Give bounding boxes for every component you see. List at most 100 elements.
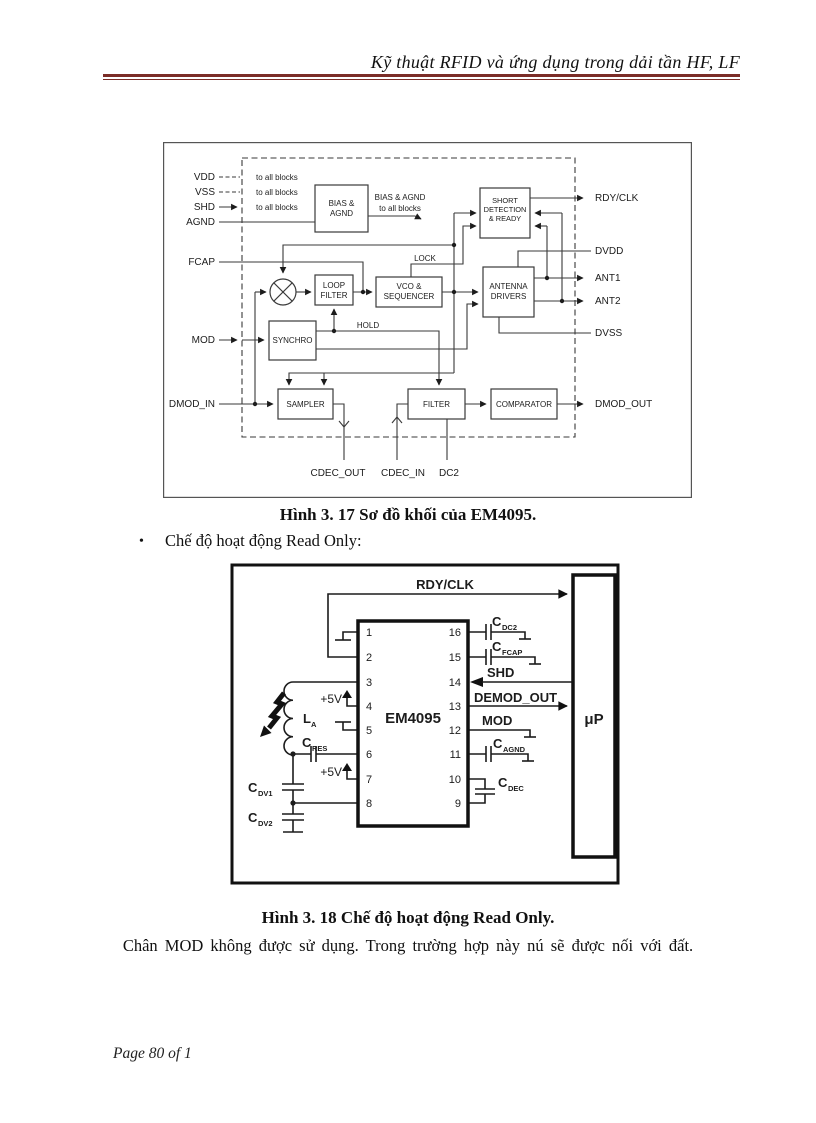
figure1-caption: Hình 3. 17 Sơ đồ khối của EM4095. <box>279 505 537 524</box>
fig1-block-synchro: SYNCHRO <box>272 336 312 345</box>
fig2-cap-cdec: C <box>498 775 508 790</box>
fig1-pin-dvdd: DVDD <box>595 246 623 257</box>
fig2-pin-2: 2 <box>366 652 372 664</box>
fig1-block-loop-line1: LOOP <box>323 281 345 290</box>
fig1-note-biasout2: to all blocks <box>379 204 421 213</box>
fig2-supply-5v-a: +5V <box>320 692 342 706</box>
fig1-pin-ant2: ANT2 <box>595 296 621 307</box>
fig1-chip-boundary <box>241 157 576 438</box>
fig1-pin-fcap: FCAP <box>188 257 215 268</box>
figure1-svg: VDD VSS SHD AGND FCAP MOD DMOD_IN to all… <box>162 141 693 499</box>
fig2-pin-12: 12 <box>449 725 461 737</box>
bullet-text: Chế độ hoạt động Read Only: <box>165 531 362 550</box>
fig1-block-filter: FILTER <box>423 400 450 409</box>
fig2-coil-la <box>283 681 294 756</box>
bullet-line: • Chế độ hoạt động Read Only: <box>139 531 362 551</box>
fig1-pin-rdyclk: RDY/CLK <box>595 193 639 204</box>
fig2-signal-mod: MOD <box>482 713 512 728</box>
fig2-pin-8: 8 <box>366 798 372 810</box>
fig2-signal-demod-out: DEMOD_OUT <box>474 690 557 705</box>
fig2-signal-shd: SHD <box>487 665 514 680</box>
fig1-pin-shd: SHD <box>194 202 215 213</box>
fig2-antenna-wave-icon <box>267 691 287 730</box>
header-rule-thin <box>103 79 740 80</box>
fig2-cap-cres: C <box>302 735 312 750</box>
fig1-pin-ant1: ANT1 <box>595 273 621 284</box>
fig2-signal-rdyclk: RDY/CLK <box>416 577 474 592</box>
fig1-block-antenna-line1: ANTENNA <box>489 282 528 291</box>
fig2-cap-cagnd-sub: AGND <box>503 745 526 754</box>
fig1-block-short-line3: & READY <box>489 214 522 223</box>
fig2-labels: EM4095 μP 1 2 3 4 5 6 7 8 16 15 14 13 12… <box>248 577 604 828</box>
fig2-pin-11: 11 <box>450 749 461 761</box>
fig2-pin-3: 3 <box>366 677 372 689</box>
page-header-title: Kỹ thuật RFID và ứng dụng trong dải tần … <box>370 52 740 72</box>
fig1-note-toallblocks1: to all blocks <box>256 173 298 182</box>
fig2-coil-la-label: L <box>303 711 311 726</box>
fig1-block-bias-line2: AGND <box>330 209 353 218</box>
fig2-cap-cfcap-sub: FCAP <box>502 648 522 657</box>
page-footer: Page 80 of 1 <box>113 1045 192 1062</box>
fig1-block-short-line1: SHORT <box>492 196 518 205</box>
fig1-block-comparator: COMPARATOR <box>496 400 552 409</box>
fig2-pin-13: 13 <box>449 701 461 713</box>
fig1-pin-agnd: AGND <box>186 217 215 228</box>
fig2-mcu-box <box>571 573 617 859</box>
fig1-note-toallblocks2: to all blocks <box>256 188 298 197</box>
fig1-labels: VDD VSS SHD AGND FCAP MOD DMOD_IN to all… <box>169 172 652 479</box>
fig2-coil-la-sub: A <box>311 720 317 729</box>
figure-read-only-circuit: EM4095 μP 1 2 3 4 5 6 7 8 16 15 14 13 12… <box>230 563 620 890</box>
fig1-pin-cdec-in: CDEC_IN <box>381 468 425 479</box>
fig1-pin-dmod-out: DMOD_OUT <box>595 399 652 410</box>
fig1-pin-dmod-in: DMOD_IN <box>169 399 215 410</box>
fig2-pin-1: 1 <box>366 627 372 639</box>
fig2-supply-5v-b: +5V <box>320 765 342 779</box>
figure2-caption: Hình 3. 18 Chế độ hoạt động Read Only. <box>261 908 555 927</box>
fig2-pin-15: 15 <box>449 652 461 664</box>
fig2-pin-7: 7 <box>366 774 372 786</box>
fig2-wires <box>260 589 573 833</box>
fig2-cap-cdec-sub: DEC <box>508 784 524 793</box>
fig2-pin-16: 16 <box>449 627 461 639</box>
fig2-chip-label: EM4095 <box>385 710 441 727</box>
fig1-block-loop-line2: FILTER <box>321 291 348 300</box>
fig2-chip-box <box>356 619 470 828</box>
fig2-pin-14: 14 <box>449 677 461 689</box>
fig1-note-toallblocks3: to all blocks <box>256 203 298 212</box>
fig1-pin-cdec-out: CDEC_OUT <box>310 468 365 479</box>
fig1-wires <box>219 176 591 460</box>
fig1-signal-hold: HOLD <box>357 321 379 330</box>
fig2-cap-cdc2: C <box>492 614 502 629</box>
fig1-block-short-line2: DETECTION <box>484 205 527 214</box>
figure1-frame <box>162 141 693 499</box>
fig1-blocks <box>268 184 558 420</box>
fig2-mcu-label: μP <box>584 711 603 728</box>
fig2-cap-cres-sub: RES <box>312 744 327 753</box>
fig1-pin-mod: MOD <box>192 335 215 346</box>
fig1-pin-vss: VSS <box>195 187 215 198</box>
header-rule <box>103 74 740 82</box>
fig1-note-biasout1: BIAS & AGND <box>375 193 426 202</box>
fig1-pin-dc2: DC2 <box>439 468 459 479</box>
fig1-block-vco-line2: SEQUENCER <box>384 292 435 301</box>
fig2-cap-cdv2: C <box>248 810 258 825</box>
fig1-pin-vdd: VDD <box>194 172 215 183</box>
fig2-pin-10: 10 <box>449 774 461 786</box>
fig2-cap-cdv1: C <box>248 780 258 795</box>
header-rule-thick <box>103 74 740 77</box>
fig2-pin-9: 9 <box>455 798 461 810</box>
bullet-marker-icon: • <box>139 534 144 549</box>
fig2-cap-cdv1-sub: DV1 <box>258 789 273 798</box>
figure-em4095-block-diagram: VDD VSS SHD AGND FCAP MOD DMOD_IN to all… <box>162 141 693 503</box>
fig2-pin-4: 4 <box>366 701 372 713</box>
fig2-cap-cdc2-sub: DC2 <box>502 623 517 632</box>
fig1-signal-lock: LOCK <box>414 254 436 263</box>
body-paragraph: Chân MOD không được sử dụng. Trong trườn… <box>122 936 694 955</box>
figure2-svg: EM4095 μP 1 2 3 4 5 6 7 8 16 15 14 13 12… <box>230 563 620 885</box>
fig2-cap-cagnd: C <box>493 736 503 751</box>
fig2-cap-cdv2-sub: DV2 <box>258 819 273 828</box>
fig1-block-vco-line1: VCO & <box>397 282 423 291</box>
fig2-cap-cfcap: C <box>492 639 502 654</box>
fig2-pin-6: 6 <box>366 749 372 761</box>
